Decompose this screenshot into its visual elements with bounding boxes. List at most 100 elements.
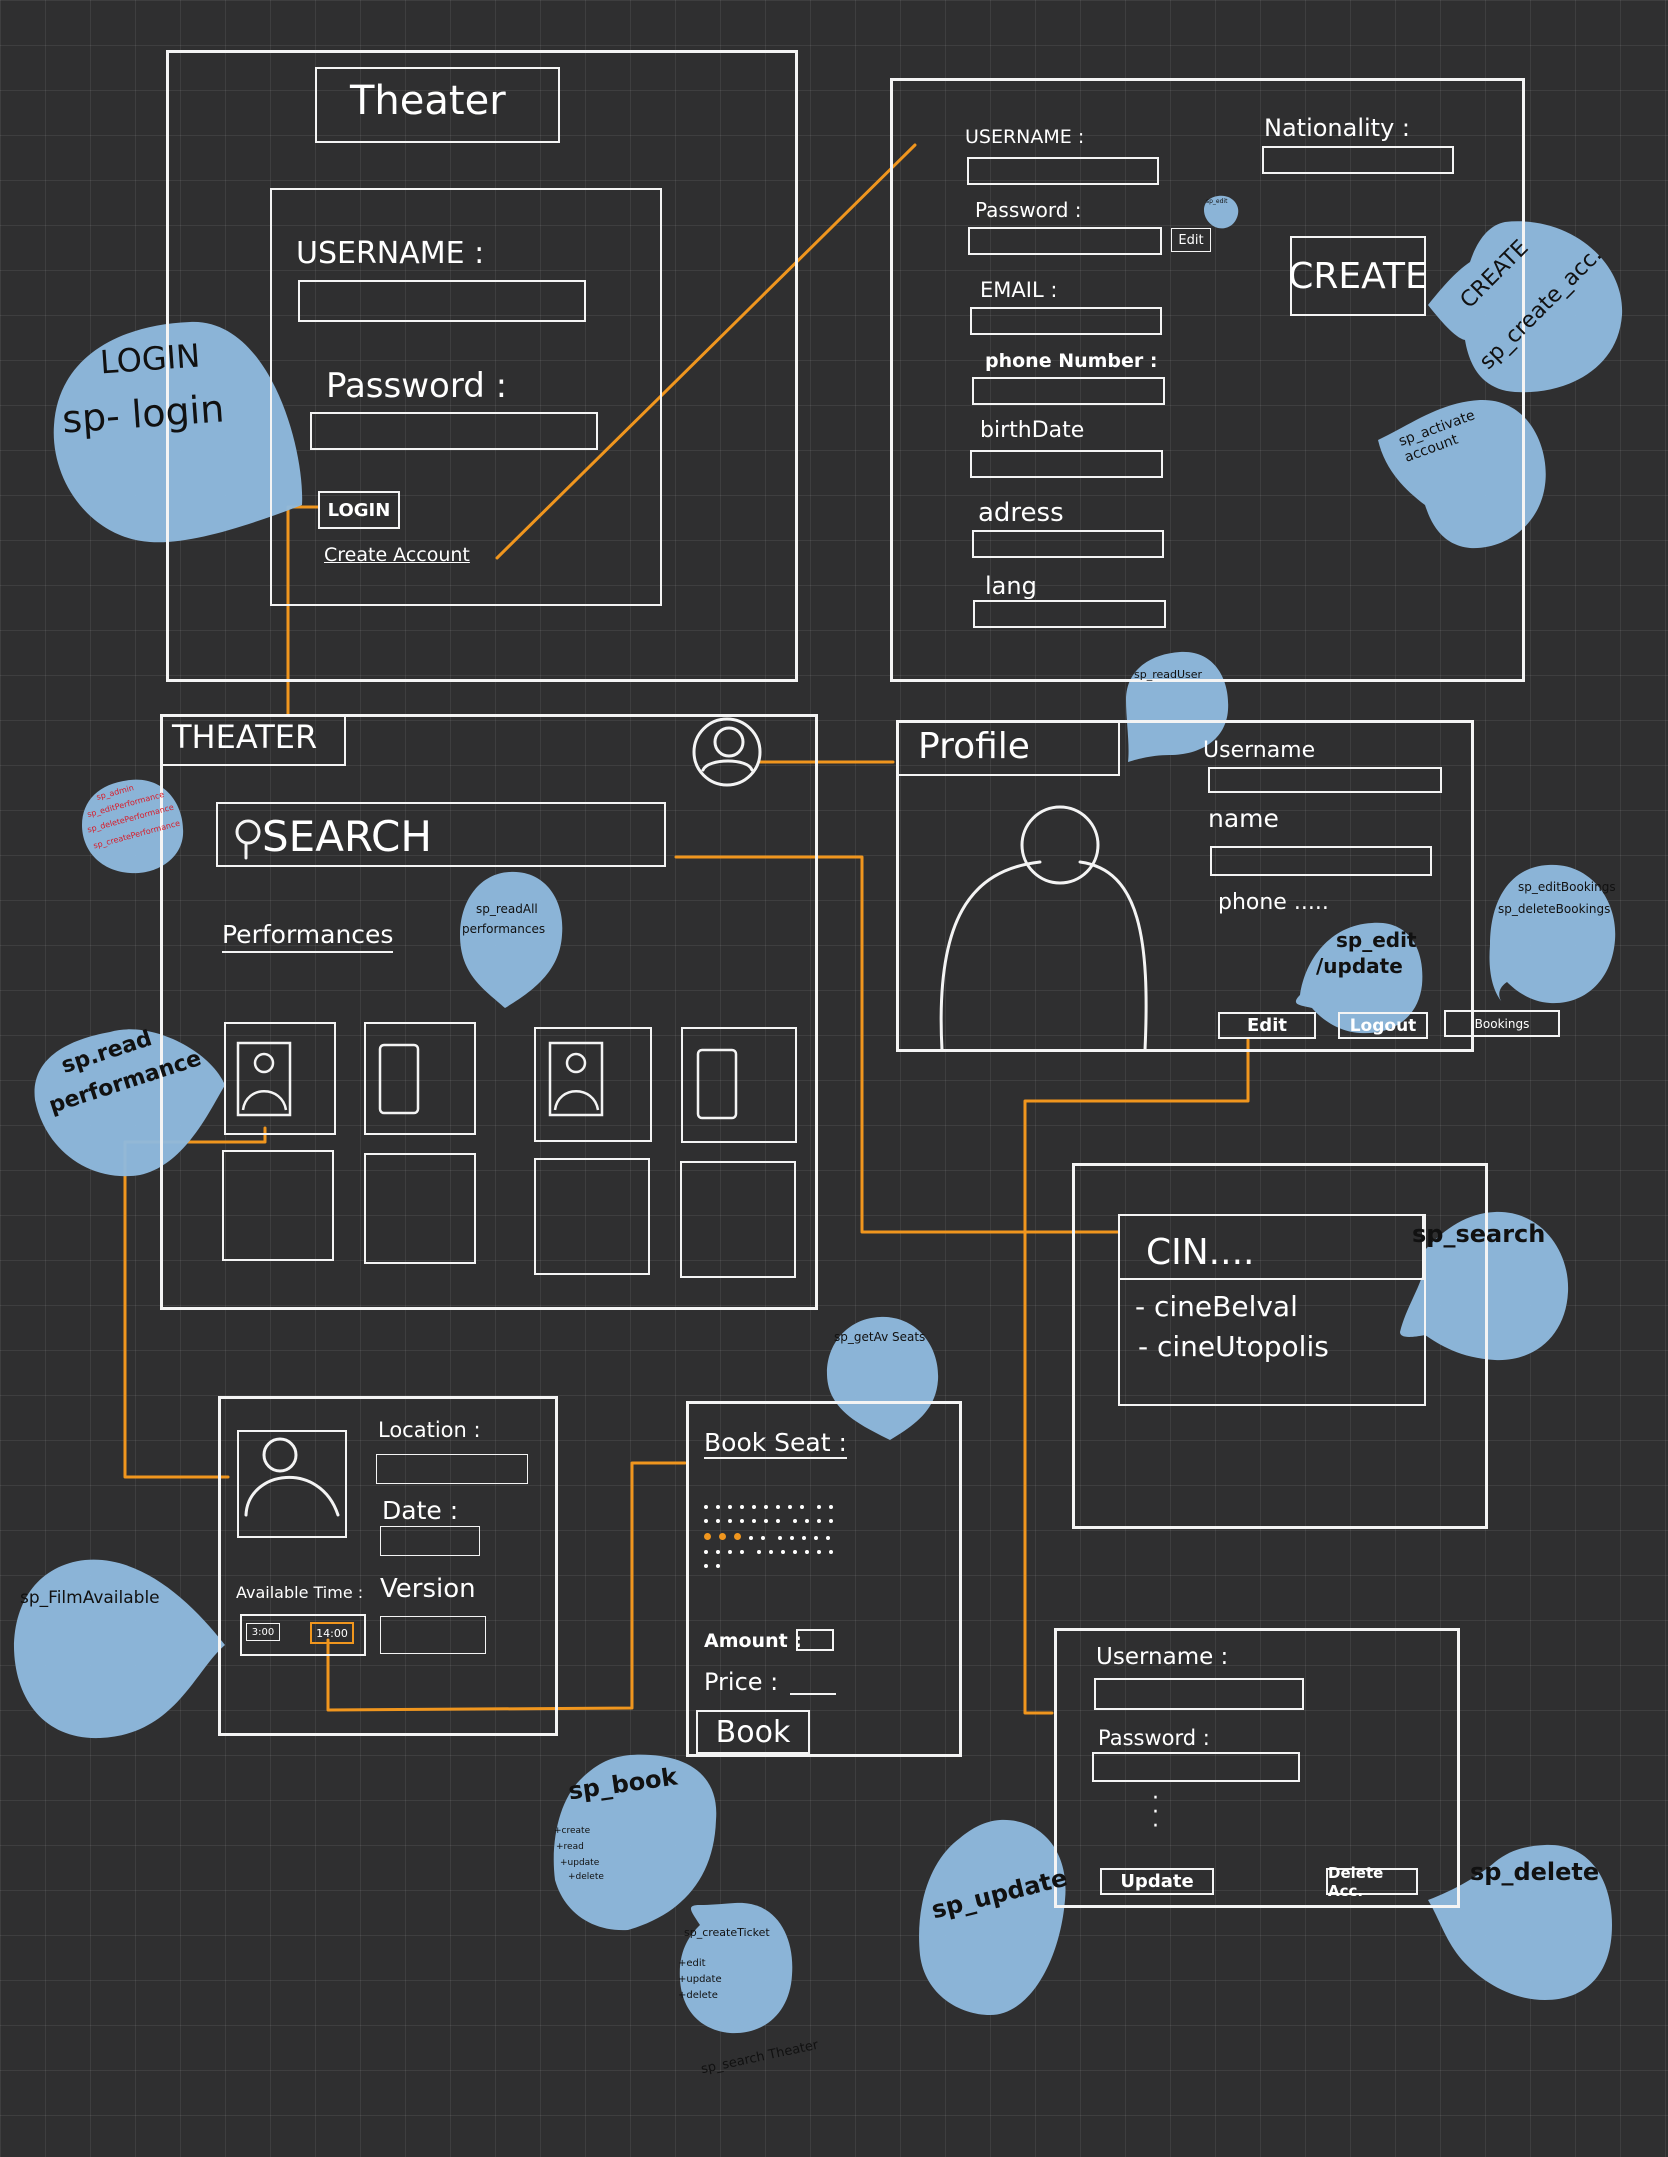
bubble-book-op: +read bbox=[556, 1842, 584, 1852]
bubble-create-ticket-text: sp_createTicket bbox=[684, 1926, 770, 1939]
performance-detail-screen bbox=[218, 1396, 558, 1736]
profile-name-label: name bbox=[1208, 804, 1279, 833]
performance-card-6[interactable] bbox=[364, 1153, 476, 1264]
performance-poster bbox=[237, 1430, 347, 1538]
profile-phone-label: phone ..... bbox=[1218, 890, 1329, 915]
book-price-label: Price : bbox=[704, 1668, 779, 1696]
profile-bookings-button[interactable]: Bookings bbox=[1444, 1010, 1560, 1037]
time-slot-button[interactable]: 14:00 bbox=[310, 1622, 354, 1644]
profile-edit-button[interactable]: Edit bbox=[1218, 1012, 1316, 1039]
login-username-input[interactable] bbox=[298, 280, 586, 322]
profile-screen bbox=[896, 720, 1474, 1052]
search-result-item[interactable]: - cineUtopolis bbox=[1138, 1330, 1329, 1363]
account-delete-button[interactable]: Delete Acc. bbox=[1326, 1864, 1418, 1900]
bubble-get-av-seats-text: sp_getAv Seats bbox=[834, 1330, 926, 1344]
detail-version-input[interactable] bbox=[380, 1616, 486, 1654]
login-password-input[interactable] bbox=[310, 412, 598, 450]
bubble-ticket-op: +edit bbox=[678, 1958, 706, 1969]
create-password-edit-button[interactable]: Edit bbox=[1171, 228, 1211, 252]
bubble-delete-text: sp_delete bbox=[1470, 1858, 1600, 1886]
performance-card-5[interactable] bbox=[222, 1150, 334, 1261]
create-username-label: USERNAME : bbox=[965, 126, 1085, 148]
create-birthdate-input[interactable] bbox=[970, 450, 1163, 478]
create-nationality-input[interactable] bbox=[1262, 146, 1454, 174]
bubble-read-user-text: sp_readUser bbox=[1134, 668, 1203, 681]
detail-date-input[interactable] bbox=[380, 1526, 480, 1556]
search-results-screen bbox=[1072, 1163, 1488, 1529]
home-title: THEATER bbox=[172, 718, 318, 756]
book-amount-input[interactable] bbox=[796, 1629, 834, 1651]
bubble-edit-update-text-2: /update bbox=[1316, 954, 1403, 978]
detail-available-time-label: Available Time : bbox=[236, 1583, 364, 1602]
login-form-box bbox=[270, 188, 662, 606]
home-title-box bbox=[160, 714, 346, 766]
bubble-ticket-op: +update bbox=[678, 1974, 722, 1985]
time-slot-button[interactable]: 3:00 bbox=[246, 1623, 280, 1641]
account-edit-screen bbox=[1054, 1628, 1460, 1908]
create-address-input[interactable] bbox=[972, 530, 1164, 558]
bubble-login-text: LOGIN bbox=[98, 336, 202, 382]
seat-map[interactable] bbox=[700, 1500, 840, 1573]
profile-username-label: Username bbox=[1203, 738, 1316, 763]
profile-logout-button[interactable]: Logout bbox=[1338, 1012, 1428, 1039]
performance-card-8[interactable] bbox=[680, 1161, 796, 1278]
detail-location-input[interactable] bbox=[376, 1454, 528, 1484]
home-search-input[interactable] bbox=[216, 802, 666, 867]
create-account-screen bbox=[890, 78, 1525, 682]
bubble-film-available bbox=[14, 1559, 225, 1739]
performance-card-7[interactable] bbox=[534, 1158, 650, 1275]
create-password-input[interactable] bbox=[968, 227, 1162, 255]
login-title-box bbox=[315, 67, 560, 143]
book-button[interactable]: Book bbox=[696, 1710, 810, 1754]
create-nationality-label: Nationality : bbox=[1264, 114, 1411, 142]
profile-name-input[interactable] bbox=[1210, 846, 1432, 876]
login-button[interactable]: LOGIN bbox=[318, 491, 400, 529]
performance-card-4[interactable] bbox=[681, 1027, 797, 1143]
bubble-small-top-text: sp_edit bbox=[1206, 198, 1228, 205]
book-seat-title: Book Seat : bbox=[704, 1428, 847, 1459]
login-title: Theater bbox=[350, 78, 506, 124]
create-phone-input[interactable] bbox=[972, 377, 1165, 405]
bubble-edit-bookings-text-2: sp_deleteBookings bbox=[1498, 902, 1611, 916]
detail-location-label: Location : bbox=[378, 1418, 481, 1442]
create-email-input[interactable] bbox=[970, 307, 1162, 335]
bubble-book-text: sp_book bbox=[566, 1762, 680, 1806]
create-lang-label: lang bbox=[985, 572, 1037, 600]
bubble-book-op: +delete bbox=[568, 1872, 604, 1882]
create-email-label: EMAIL : bbox=[980, 278, 1058, 302]
search-query-box[interactable] bbox=[1118, 1214, 1424, 1280]
account-password-label: Password : bbox=[1098, 1726, 1210, 1750]
detail-date-label: Date : bbox=[382, 1496, 459, 1525]
bubble-film-available-text: sp_FilmAvailable bbox=[20, 1588, 160, 1608]
account-username-input[interactable] bbox=[1094, 1678, 1304, 1710]
create-account-link[interactable]: Create Account bbox=[324, 544, 470, 566]
search-query-text: CIN.... bbox=[1146, 1232, 1255, 1273]
create-username-input[interactable] bbox=[967, 157, 1159, 185]
bubble-ticket-op: +delete bbox=[678, 1990, 718, 2001]
account-update-button[interactable]: Update bbox=[1100, 1868, 1214, 1895]
create-password-label: Password : bbox=[975, 198, 1082, 222]
bubble-update-text: sp_update bbox=[928, 1863, 1071, 1925]
login-password-label: Password : bbox=[326, 366, 508, 406]
performance-card-2[interactable] bbox=[364, 1022, 476, 1135]
login-screen bbox=[166, 50, 798, 682]
available-time-box bbox=[240, 1614, 366, 1656]
profile-title-box bbox=[896, 720, 1120, 776]
performance-card-1[interactable] bbox=[224, 1022, 336, 1135]
search-result-item[interactable]: - cineBelval bbox=[1135, 1290, 1298, 1323]
account-password-input[interactable] bbox=[1092, 1752, 1300, 1782]
book-amount-label: Amount : bbox=[704, 1630, 802, 1652]
create-address-label: adress bbox=[978, 498, 1064, 528]
account-username-label: Username : bbox=[1096, 1644, 1229, 1670]
bubble-search-text: sp_search bbox=[1412, 1220, 1546, 1248]
search-theater-note: sp_search Theater bbox=[699, 2037, 820, 2078]
create-account-button[interactable]: CREATE bbox=[1288, 236, 1428, 316]
create-birthdate-label: birthDate bbox=[980, 418, 1085, 443]
book-price-value-line bbox=[790, 1693, 836, 1695]
bubble-edit-bookings-text-1: sp_editBookings bbox=[1518, 880, 1616, 894]
create-phone-label: phone Number : bbox=[985, 350, 1158, 372]
detail-version-label: Version bbox=[380, 1574, 476, 1604]
profile-username-input[interactable] bbox=[1208, 767, 1442, 793]
performance-card-3[interactable] bbox=[534, 1027, 652, 1142]
create-lang-input[interactable] bbox=[973, 600, 1166, 628]
